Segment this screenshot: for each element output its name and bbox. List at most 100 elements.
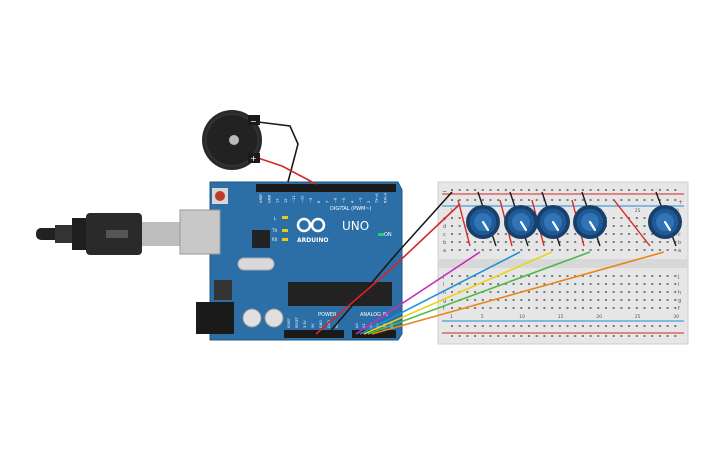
breadboard-hole: [674, 325, 677, 327]
breadboard-hole: [620, 249, 623, 251]
breadboard-hole: [481, 283, 484, 285]
row-letter: f: [443, 306, 445, 312]
row-letter: a: [678, 248, 681, 254]
breadboard-hole: [620, 325, 623, 327]
power-header: [284, 330, 344, 338]
breadboard-hole: [489, 325, 492, 327]
breadboard-hole: [458, 307, 461, 309]
power-pin-label: GND: [319, 320, 323, 328]
breadboard-hole: [581, 275, 584, 277]
breadboard-hole: [666, 283, 669, 285]
row-letter: h: [678, 290, 681, 296]
column-number: 25: [635, 208, 641, 214]
breadboard-hole: [628, 307, 631, 309]
breadboard-hole: [528, 241, 530, 243]
on-label: ON: [384, 232, 392, 238]
breadboard-hole: [535, 189, 538, 191]
breadboard-hole: [528, 299, 530, 301]
breadboard-hole: [458, 275, 461, 277]
breadboard-hole: [628, 189, 631, 191]
breadboard-hole: [674, 291, 677, 293]
breadboard-hole: [651, 199, 654, 201]
column-number: 5: [481, 314, 484, 320]
breadboard-hole: [481, 199, 484, 201]
digital-header: [256, 184, 396, 192]
breadboard-hole: [451, 199, 453, 201]
buzzer-minus-label: −: [250, 117, 257, 126]
breadboard-hole: [566, 241, 569, 243]
column-number: 15: [558, 314, 564, 320]
digital-pin-label: GND: [267, 195, 271, 203]
breadboard-hole: [674, 199, 677, 201]
wire-gnd-rail: [327, 191, 453, 335]
breadboard-hole: [589, 299, 592, 301]
row-letter: c: [443, 232, 446, 238]
breadboard-hole: [628, 325, 631, 327]
breadboard-hole: [451, 275, 453, 277]
breadboard-hole: [489, 249, 492, 251]
breadboard-hole: [581, 325, 584, 327]
breadboard-hole: [643, 335, 646, 337]
breadboard-hole: [620, 307, 623, 309]
potentiometer[interactable]: [466, 205, 500, 239]
breadboard-hole: [658, 189, 661, 191]
breadboard-hole: [674, 249, 677, 251]
column-number: 30: [673, 314, 679, 320]
breadboard-hole: [520, 299, 523, 301]
breadboard-hole: [628, 241, 631, 243]
breadboard-hole: [451, 325, 453, 327]
breadboard-hole: [628, 275, 631, 277]
breadboard-hole: [620, 275, 623, 277]
breadboard-hole: [558, 189, 561, 191]
breadboard-hole: [574, 233, 577, 235]
breadboard-hole: [504, 299, 507, 301]
power-pin-label: GND: [327, 320, 331, 328]
breadboard-hole: [466, 249, 469, 251]
breadboard-hole: [666, 189, 669, 191]
potentiometer[interactable]: [573, 205, 607, 239]
breadboard-hole: [674, 275, 677, 277]
breadboard-hole: [666, 299, 669, 301]
breadboard-hole: [589, 275, 592, 277]
breadboard-hole: [451, 241, 453, 243]
wire-5v-rail: [315, 203, 461, 335]
breadboard-hole: [605, 299, 607, 301]
wire-a0: [355, 251, 481, 335]
rail-plus-label: +: [678, 199, 683, 206]
breadboard-hole: [528, 275, 530, 277]
breadboard-hole: [574, 249, 577, 251]
breadboard-hole: [551, 199, 554, 201]
breadboard-hole: [512, 299, 515, 301]
column-number: 1: [450, 314, 453, 320]
breadboard-hole: [474, 189, 477, 191]
breadboard-hole: [512, 241, 515, 243]
breadboard-hole: [558, 275, 561, 277]
breadboard-hole: [658, 299, 661, 301]
breadboard-hole: [628, 283, 631, 285]
column-number: 20: [596, 314, 602, 320]
breadboard-hole: [635, 199, 638, 201]
breadboard-hole: [497, 199, 500, 201]
breadboard-hole: [566, 189, 569, 191]
analog-pin-label: A1: [362, 323, 366, 328]
potentiometer-knob-indicator: [663, 220, 672, 232]
breadboard-hole: [628, 217, 631, 219]
breadboard-hole: [474, 299, 477, 301]
potentiometer[interactable]: [504, 205, 538, 239]
breadboard-hole: [635, 325, 638, 327]
breadboard-hole: [605, 275, 607, 277]
breadboard-hole: [489, 275, 492, 277]
breadboard-hole: [551, 249, 554, 251]
breadboard-hole: [512, 199, 515, 201]
breadboard-hole: [466, 325, 469, 327]
breadboard-hole: [497, 249, 500, 251]
breadboard-hole: [458, 189, 461, 191]
breadboard-hole: [643, 291, 646, 293]
breadboard-hole: [451, 233, 453, 235]
breadboard-hole: [643, 199, 646, 201]
breadboard-hole: [558, 307, 561, 309]
potentiometer[interactable]: [536, 205, 570, 239]
breadboard-hole: [528, 307, 530, 309]
potentiometer[interactable]: [648, 205, 682, 239]
breadboard-hole: [651, 291, 654, 293]
